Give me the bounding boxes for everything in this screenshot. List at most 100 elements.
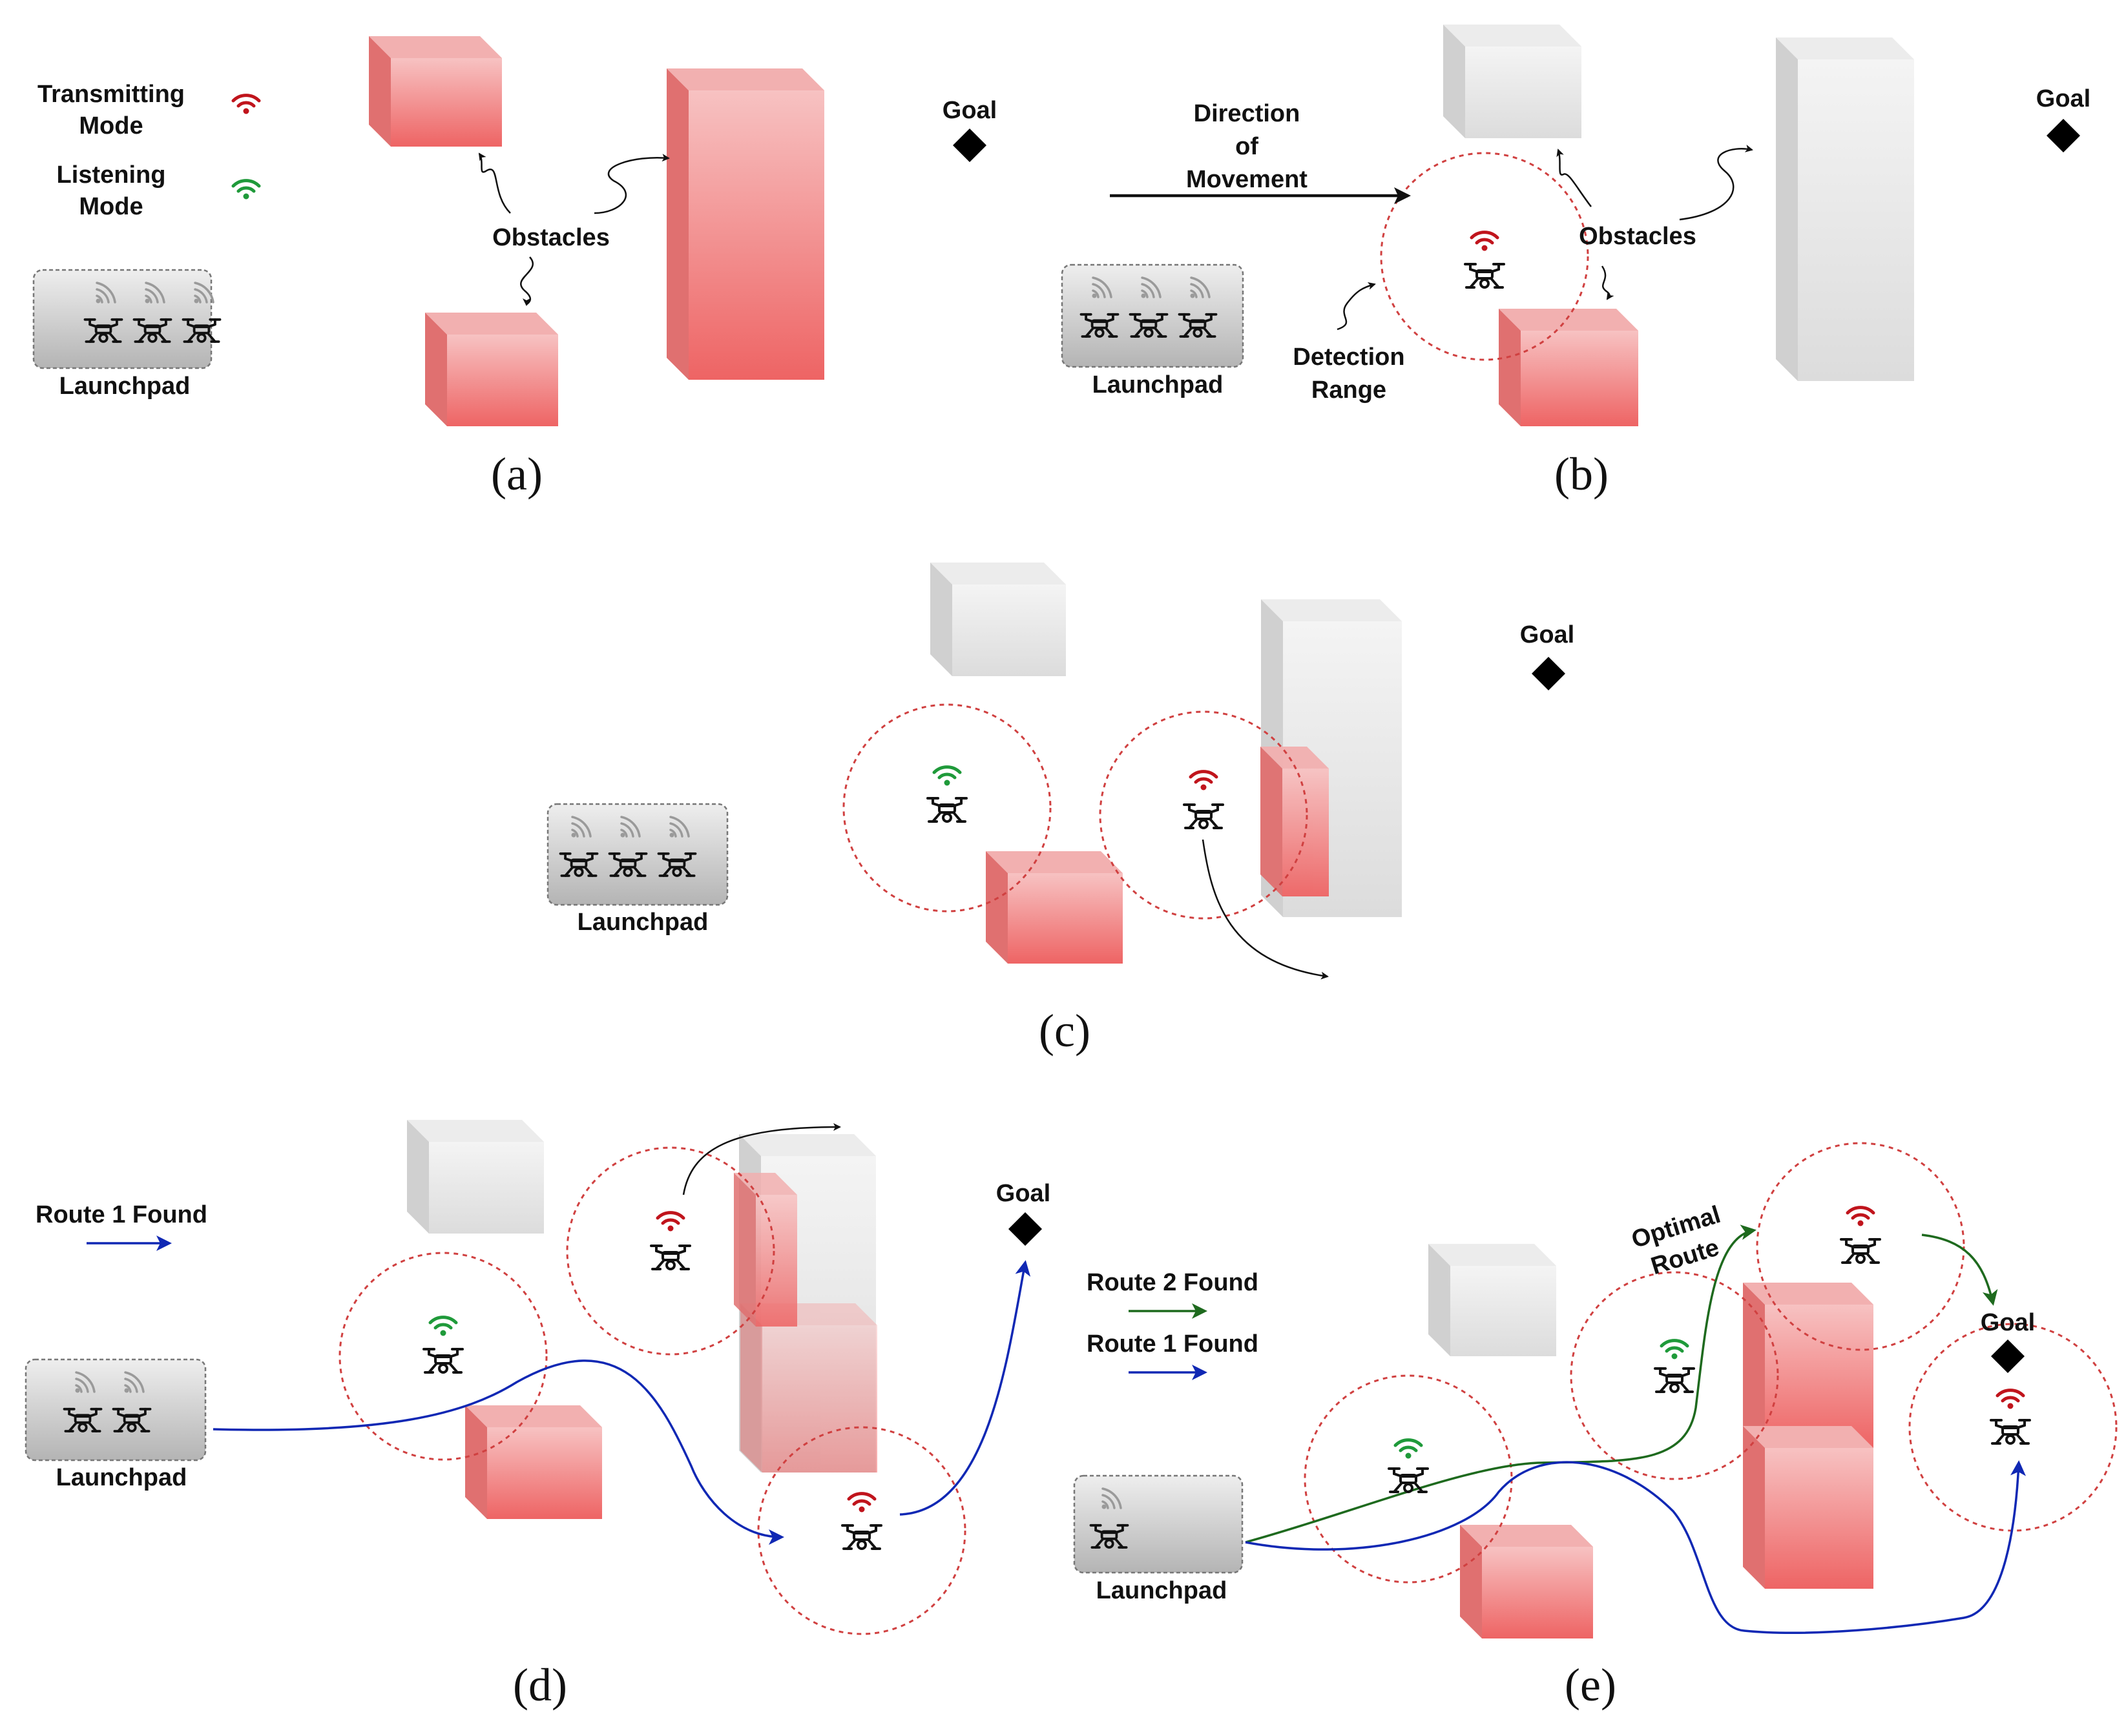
obstacle-side-face — [734, 1173, 756, 1327]
obstacle-top-face — [1260, 747, 1329, 769]
goal-label: Goal — [1520, 621, 1574, 648]
obstacle-box — [1443, 25, 1581, 138]
wifi-signal-icon — [656, 1211, 685, 1232]
obstacle-front-face — [429, 1142, 544, 1234]
rss-signal-icon — [1141, 276, 1162, 298]
legend-listening-label: Listening — [57, 161, 166, 189]
panel-d: Route 1 Found Goal Launchpad (d) — [36, 1180, 1050, 1711]
obstacles-label: Obstacles — [492, 224, 610, 251]
obstacle-top-face — [1743, 1426, 1873, 1448]
wifi-signal-icon — [231, 179, 261, 200]
quadcopter-drone-icon — [83, 318, 123, 343]
obstacle-top-face — [1743, 1283, 1873, 1305]
obstacle-box — [930, 563, 1066, 676]
wifi-signal-icon — [231, 94, 261, 114]
quadcopter-drone-icon — [1178, 313, 1218, 338]
obstacle-box — [734, 1173, 797, 1327]
obstacle-front-face — [1765, 1305, 1873, 1448]
route2-legend-label: Route 2 Found — [1087, 1269, 1258, 1296]
detection-range-circle — [1908, 1323, 2118, 1532]
diamond-goal-icon — [1532, 657, 1565, 690]
detection-range-circle — [1570, 1271, 1779, 1480]
caption-d: (d) — [513, 1659, 567, 1711]
wifi-signal-icon — [428, 1316, 458, 1336]
route1-legend-label: Route 1 Found — [1087, 1330, 1258, 1358]
obstacle-top-face — [465, 1405, 602, 1427]
quadcopter-drone-icon — [182, 318, 222, 343]
launchpad-box — [1073, 1474, 1244, 1574]
caption-e: (e) — [1565, 1659, 1616, 1711]
rss-signal-icon — [1190, 276, 1211, 298]
obstacles-label: Obstacles — [1579, 223, 1696, 250]
obstacle-box — [407, 1120, 544, 1234]
obstacle-side-face — [425, 313, 447, 426]
obstacle-side-face — [465, 1405, 487, 1519]
quadcopter-drone-icon — [63, 1407, 103, 1432]
route-path — [899, 1260, 1031, 1516]
obstacle-side-face — [1776, 37, 1798, 381]
obstacle-top-face — [930, 563, 1066, 584]
obstacle-side-face — [740, 1303, 762, 1472]
wifi-signal-icon — [1470, 231, 1499, 251]
quadcopter-drone-icon — [926, 797, 968, 823]
obstacle-side-face — [1260, 747, 1282, 896]
detection-range-circle — [1380, 152, 1589, 361]
quadcopter-drone-icon — [1990, 1419, 2031, 1445]
launchpad — [1073, 1474, 1244, 1574]
obstacle-top-face — [1428, 1244, 1556, 1266]
quadcopter-drone-icon — [1129, 313, 1169, 338]
wifi-signal-icon — [1393, 1438, 1423, 1459]
obstacle-top-face — [1776, 37, 1914, 59]
obstacle-top-face — [1261, 599, 1402, 621]
obstacle-side-face — [986, 851, 1008, 964]
quadcopter-drone-icon — [1079, 313, 1120, 338]
wifi-signal-icon — [1996, 1389, 2025, 1409]
wifi-signal-icon — [932, 765, 962, 786]
obstacle-front-face — [1798, 59, 1914, 381]
launchpad-label: Launchpad — [578, 909, 709, 936]
obstacle-top-face — [986, 851, 1123, 873]
obstacle-top-face — [407, 1120, 544, 1142]
launchpad-label: Launchpad — [56, 1464, 187, 1491]
obstacle-front-face — [689, 90, 824, 380]
pointer-arrow — [520, 256, 534, 306]
obstacle-side-face — [369, 36, 391, 147]
diamond-goal-icon — [2047, 119, 2080, 152]
quadcopter-drone-icon — [1840, 1238, 1881, 1264]
obstacle-side-face — [1743, 1426, 1765, 1589]
obstacle-box — [1743, 1283, 1873, 1448]
launchpad-label: Launchpad — [59, 373, 191, 400]
obstacle-box — [1428, 1244, 1556, 1356]
launchpad — [1061, 264, 1244, 368]
route-path — [213, 1359, 784, 1545]
caption-b: (b) — [1554, 448, 1609, 500]
quadcopter-drone-icon — [1183, 803, 1224, 829]
launchpad-label: Launchpad — [1092, 371, 1224, 398]
obstacle-box — [1260, 747, 1329, 896]
obstacle-front-face — [1450, 1266, 1556, 1356]
obstacle-front-face — [391, 58, 502, 147]
diamond-goal-icon — [953, 129, 986, 162]
obstacle-box — [1499, 309, 1638, 426]
route-path — [1921, 1234, 1998, 1306]
obstacle-side-face — [1443, 25, 1465, 138]
quadcopter-drone-icon — [132, 318, 172, 343]
route-path — [1245, 1460, 2027, 1634]
obstacle-side-face — [407, 1120, 429, 1234]
pointer-arrow — [1337, 282, 1376, 331]
detection-range-label: Detection — [1293, 344, 1404, 371]
panel-e: Route 2 Found Route 1 Found Optimal Rout… — [1087, 1201, 2035, 1711]
pointer-arrow — [1679, 145, 1753, 221]
obstacle-side-face — [1743, 1283, 1765, 1448]
legend-listening-label-2: Mode — [79, 193, 143, 220]
obstacle-top-face — [1460, 1525, 1593, 1547]
rss-signal-icon — [571, 816, 592, 838]
panel-a: Transmitting Mode Listening Mode Obstacl… — [37, 81, 997, 500]
obstacle-front-face — [1008, 873, 1123, 964]
obstacle-top-face — [667, 68, 824, 90]
obstacle-box — [369, 36, 502, 147]
obstacle-top-face — [1499, 309, 1638, 331]
obstacle-front-face — [1482, 1547, 1593, 1638]
panel-c: Goal Launchpad (c) — [578, 621, 1575, 1057]
